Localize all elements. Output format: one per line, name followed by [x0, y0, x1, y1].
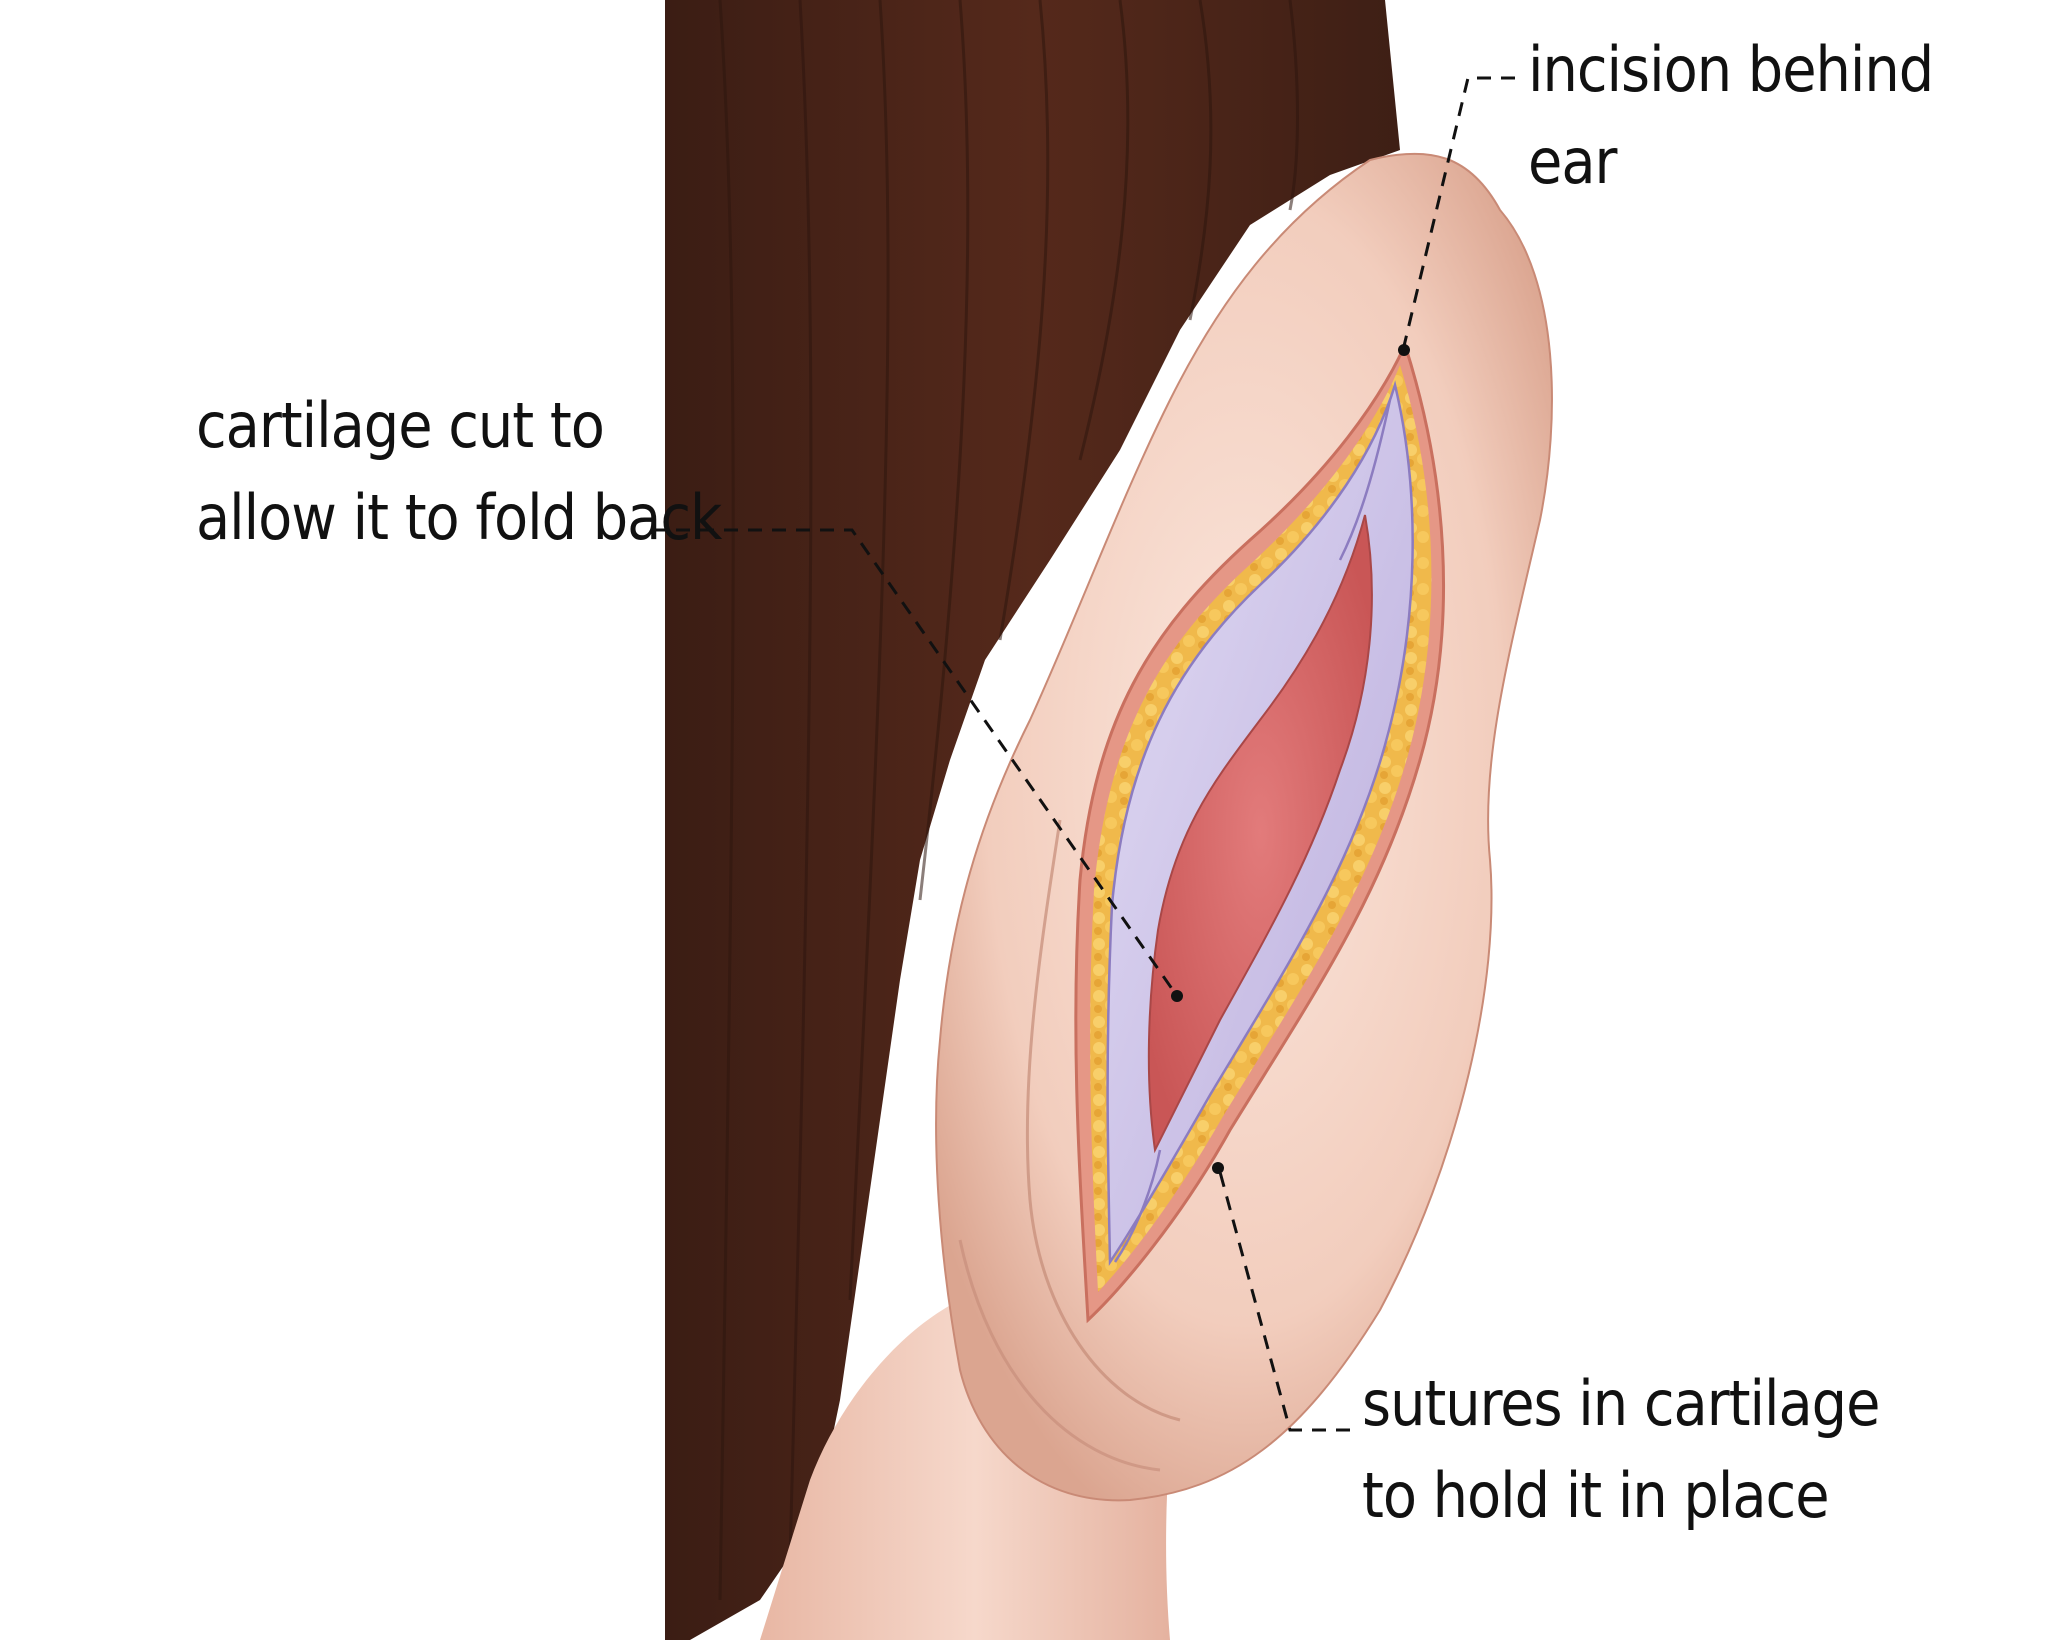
- cartilage-cut-label-line1: cartilage cut to: [196, 389, 605, 462]
- incision-label-line2: ear: [1528, 125, 1617, 198]
- cartilage-cut-point: [1171, 990, 1183, 1002]
- sutures-label-line2: to hold it in place: [1362, 1459, 1830, 1532]
- incision-point: [1398, 344, 1410, 356]
- leader-sutures: [1218, 1171, 1350, 1432]
- leader-dots: [1171, 344, 1410, 1174]
- cartilage-cut-label-line2: allow it to fold back: [196, 481, 722, 554]
- leader-lines: [652, 76, 1515, 1432]
- cartilage-cut-label: cartilage cut to allow it to fold back: [196, 380, 722, 564]
- leader-cartilage-cut: [652, 528, 1179, 997]
- exposed-muscle: [1147, 514, 1373, 1154]
- sutures-label: sutures in cartilage to hold it in place: [1362, 1358, 1880, 1542]
- sutures-label-line1: sutures in cartilage: [1362, 1367, 1880, 1440]
- incision-wound: [1074, 340, 1445, 1324]
- hair: [665, 0, 1400, 1640]
- incision-label: incision behind ear: [1528, 24, 1934, 208]
- suture-point: [1212, 1162, 1224, 1174]
- hair-strands: [718, 0, 1299, 1601]
- incision-label-line1: incision behind: [1528, 33, 1934, 106]
